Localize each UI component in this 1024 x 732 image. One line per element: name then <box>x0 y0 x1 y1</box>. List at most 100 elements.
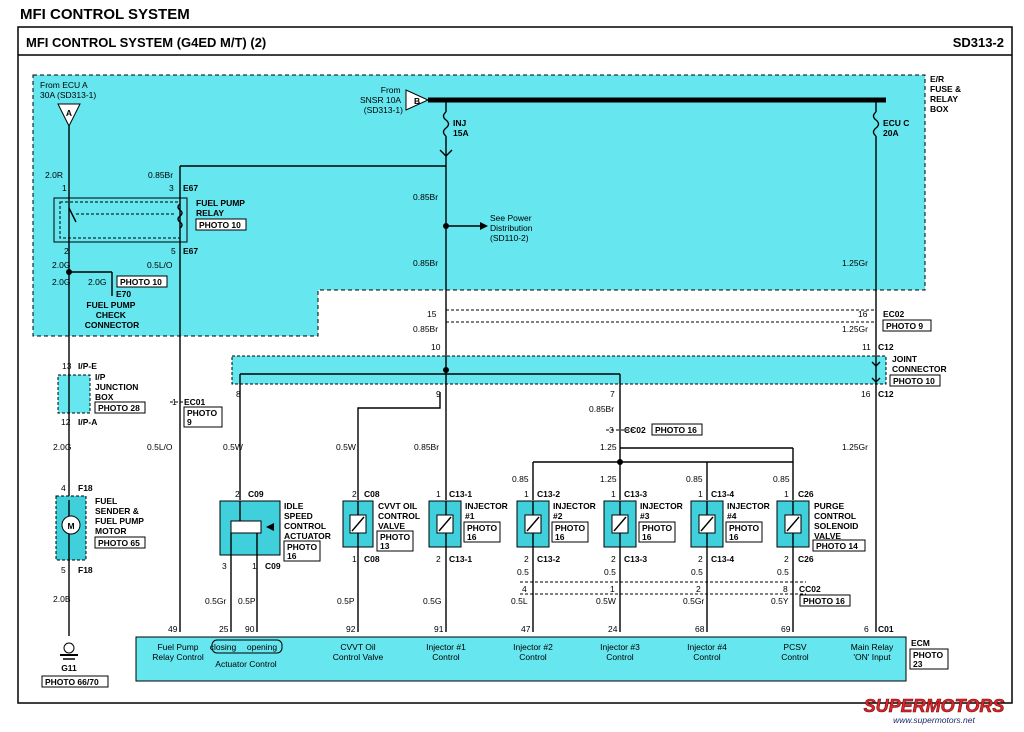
ecm-pin: 24 <box>608 624 618 634</box>
photo-box <box>94 536 146 549</box>
inj4-name: INJECTOR #4 <box>727 501 772 521</box>
pin-label: 2 <box>64 246 69 256</box>
wire-label: 2.0R <box>45 170 63 180</box>
relay-conn-top: E67 <box>183 183 198 193</box>
wire-label: 0.85Br <box>414 442 439 452</box>
wire-label: 1.25 <box>600 474 617 484</box>
ecm-function-label: CVVT Oil <box>340 642 375 652</box>
pin-label: 2 <box>235 489 240 499</box>
wire-label: 0.85 <box>773 474 790 484</box>
sender-top-code: F18 <box>78 483 93 493</box>
wire-label: 0.5W <box>223 442 243 452</box>
inj1-conn: C13-1 <box>449 489 472 499</box>
photo-label: 16 <box>467 532 477 542</box>
pin-label: 7 <box>610 389 615 399</box>
idle-conn: C09 <box>248 489 264 499</box>
pin-label: 1 <box>62 183 67 193</box>
photo-label: PHOTO 16 <box>803 596 845 606</box>
wire-label: 0.85Br <box>413 192 438 202</box>
wire-label: 0.85Br <box>413 324 438 334</box>
photo-box <box>41 675 109 688</box>
idle-conn-bot: C09 <box>265 561 281 571</box>
wire-label: 0.5G <box>423 596 441 606</box>
watermark-url: www.supermotors.net <box>893 715 975 725</box>
photo-box <box>551 521 589 543</box>
pin-label: 3 <box>169 183 174 193</box>
ip-bot-code: I/P-A <box>78 417 97 427</box>
pin-label: 9 <box>436 389 441 399</box>
inj2-conn: C13-2 <box>537 489 560 499</box>
pin-label: 4 <box>522 584 527 594</box>
ecm-block <box>135 636 907 682</box>
wire-label: 0.5Y <box>771 596 789 606</box>
inj3-conn: C13-3 <box>624 489 647 499</box>
photo-label: 9 <box>187 417 192 427</box>
inj1-name: INJECTOR #1 <box>465 501 510 521</box>
wire-label: 0.85Br <box>148 170 173 180</box>
photo-label: PHOTO <box>467 523 497 533</box>
photo-box <box>94 401 146 414</box>
photo-box <box>812 539 866 552</box>
ecm-function-label: Control Valve <box>333 652 384 662</box>
power-distribution-ref: See Power Distribution (SD110-2) <box>490 213 535 243</box>
wire-label: 1.25Gr <box>842 258 868 268</box>
inj-fuse-icon <box>442 111 450 137</box>
ecm-function-label: Control <box>693 652 721 662</box>
fuel-pump-relay-name: FUEL PUMP RELAY <box>196 198 247 218</box>
cvvt-conn: C08 <box>364 489 380 499</box>
diagram-code: SD313-2 <box>953 35 1004 50</box>
wire-label: 0.85 <box>686 474 703 484</box>
photo-label: PHOTO 65 <box>98 538 140 548</box>
ecu-c-name: ECU C <box>883 118 909 128</box>
wire-label: 0.85Br <box>413 258 438 268</box>
ground-name: G11 <box>61 663 77 673</box>
ecm-pin: 68 <box>695 624 705 634</box>
ecm-function-label: Main Relay <box>851 642 894 652</box>
photo-box <box>183 406 223 428</box>
photo-box <box>909 648 949 670</box>
ecm-function-label: Fuel Pump <box>157 642 198 652</box>
pin-label: 1 <box>252 561 257 571</box>
actuator-control-label: Actuator Control <box>215 659 277 669</box>
pin-label: 2 <box>698 554 703 564</box>
ecm-function-label: Control <box>781 652 809 662</box>
pin-label: 1 <box>436 489 441 499</box>
pin-label: 2 <box>696 584 701 594</box>
ecm-pin: 6 <box>864 624 869 634</box>
wire-label: 0.5L/O <box>147 442 173 452</box>
ecm-name: ECM <box>911 638 930 648</box>
wire-label: 2.0G <box>53 442 71 452</box>
pin-label: 2 <box>352 489 357 499</box>
photo-box <box>283 540 321 562</box>
pin-label: 2 <box>611 554 616 564</box>
photo-label: 16 <box>287 551 297 561</box>
inj1-conn-bot: C13-1 <box>449 554 472 564</box>
purge-conn-bot: C26 <box>798 554 814 564</box>
pin-label: 10 <box>431 342 441 352</box>
cvvt-conn-bot: C08 <box>364 554 380 564</box>
ec01-code: EC01 <box>184 397 206 407</box>
photo-box <box>889 374 941 387</box>
ecm-function-label: Injector #1 <box>426 642 466 652</box>
photo-label: PHOTO 66/70 <box>45 677 99 687</box>
pin-label: 13 <box>62 361 72 371</box>
relay-conn-bot: E67 <box>183 246 198 256</box>
photo-label: PHOTO <box>913 650 943 660</box>
wire-label: 2.0G <box>52 260 70 270</box>
pin-label: 3 <box>609 425 614 435</box>
pin-label: 16 <box>858 309 868 319</box>
photo-label: PHOTO 10 <box>199 220 241 230</box>
wire-label: 2.0G <box>88 277 106 287</box>
ecm-function-label: Injector #3 <box>600 642 640 652</box>
ecu-c-rating: 20A <box>883 128 899 138</box>
ecm-pin: 91 <box>434 624 444 634</box>
pin-label: 15 <box>427 309 437 319</box>
er-fuse-relay-box <box>32 74 926 337</box>
joint-connector <box>231 355 887 385</box>
photo-label: 16 <box>555 532 565 542</box>
inj4-conn-bot: C13-4 <box>711 554 734 564</box>
snsr-letter: B <box>414 96 420 106</box>
wire-label: 0.5L <box>511 596 528 606</box>
photo-label: PHOTO 9 <box>886 321 923 331</box>
photo-label: PHOTO <box>287 542 317 552</box>
